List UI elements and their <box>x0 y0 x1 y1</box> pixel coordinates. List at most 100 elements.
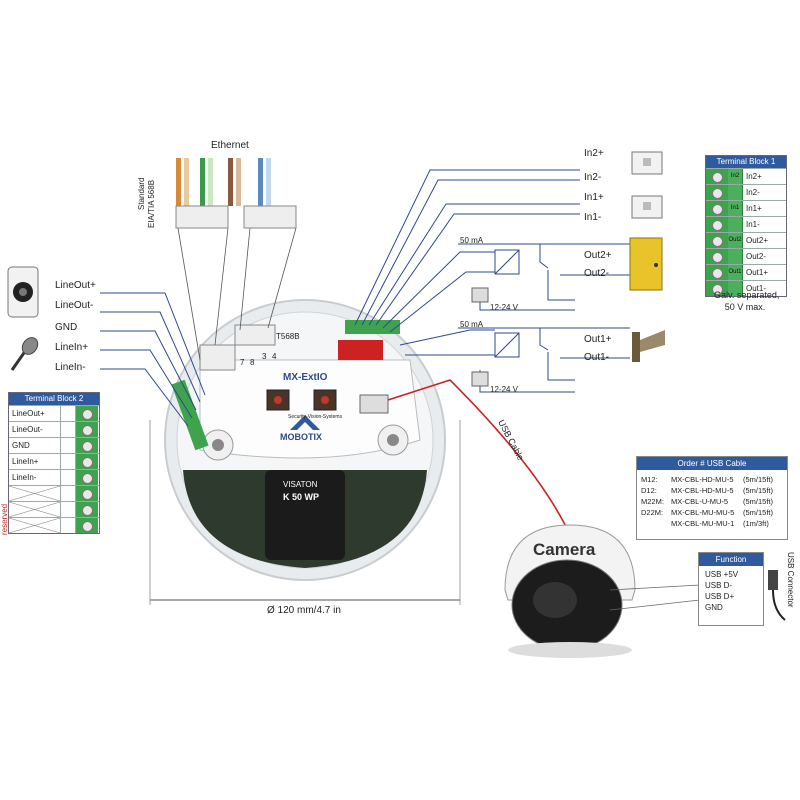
screw-terminal-icon <box>706 281 728 296</box>
function-row: USB +5V <box>705 570 739 579</box>
signal-in2-plus: In2+ <box>584 148 604 159</box>
diameter-label: Ø 120 mm/4.7 in <box>267 605 341 616</box>
current-label-2: 50 mA <box>460 320 484 329</box>
screw-terminal-icon <box>706 217 728 232</box>
function-title: Function <box>699 553 763 566</box>
terminal-group: In1 <box>728 201 743 216</box>
terminal-group: Out2 <box>728 233 743 248</box>
function-row: GND <box>705 603 723 612</box>
camera-label: Camera <box>533 540 596 559</box>
terminal-label: In2- <box>746 188 760 197</box>
function-row: USB D- <box>705 581 733 590</box>
order-model <box>637 518 671 529</box>
device-tagline: Security-Vision-Systems <box>288 414 343 420</box>
terminal-group <box>61 502 76 517</box>
order-length: (5m/15ft) <box>743 475 774 484</box>
terminal-row: Out2- <box>706 248 786 264</box>
terminal-row <box>9 485 99 501</box>
order-part: MX-CBL-U-MU-5 <box>671 497 729 506</box>
screw-terminal-icon <box>76 486 98 501</box>
terminal-label: Out2+ <box>746 236 769 245</box>
t568-label: T568B <box>276 332 300 341</box>
signal-out1-minus: Out1- <box>584 352 610 363</box>
terminal-group <box>61 486 76 501</box>
terminal-row: LineIn- <box>9 469 99 485</box>
order-part: MX-CBL-MU-MU-5 <box>671 508 735 517</box>
microphone-icon <box>10 337 39 371</box>
terminal-label: GND <box>9 438 61 453</box>
terminal-group <box>61 518 76 533</box>
screw-terminal-icon <box>76 470 98 485</box>
screw-terminal-icon <box>76 422 98 437</box>
screw-terminal-icon <box>706 185 728 200</box>
usb-cable <box>387 379 571 536</box>
terminal-label: In1- <box>746 220 760 229</box>
terminal-row: Out1- <box>706 280 786 296</box>
terminal-label: In1+ <box>746 204 762 213</box>
terminal-label <box>9 486 61 501</box>
terminal-group <box>728 281 743 296</box>
order-model: M22M: <box>641 497 664 506</box>
signal-out2-minus: Out2- <box>584 268 610 279</box>
signal-in2-minus: In2- <box>584 172 602 183</box>
signal-linein-plus: LineIn+ <box>55 342 89 353</box>
eia-label: EIA/TIA 568B <box>147 179 156 228</box>
ethernet-plugs <box>175 158 297 229</box>
signal-out2-plus: Out2+ <box>584 250 612 261</box>
terminal-row <box>9 517 99 533</box>
screw-terminal-icon <box>706 265 728 280</box>
signal-linein-minus: LineIn- <box>55 362 86 373</box>
screw-terminal-icon <box>706 201 728 216</box>
order-length: (5m/15ft) <box>743 486 774 495</box>
order-row: D22M:MX-CBL-MU-MU-5(5m/15ft) <box>637 507 787 518</box>
camera-dome <box>504 524 636 658</box>
order-length: (5m/15ft) <box>743 508 774 517</box>
device-name: MX-ExtIO <box>283 372 328 383</box>
terminal-label <box>9 502 61 517</box>
terminal-row: LineOut- <box>9 421 99 437</box>
galv-note-1: Galv. separated, <box>714 290 780 300</box>
terminal-group <box>61 438 76 453</box>
terminal-block-1-title: Terminal Block 1 <box>706 156 786 168</box>
order-part: MX-CBL-MU-MU-1 <box>671 519 735 528</box>
order-model: M12: <box>641 475 658 484</box>
usb-connector-icon <box>768 570 778 590</box>
terminal-label: LineIn+ <box>9 454 61 469</box>
terminal-group: Out1 <box>728 265 743 280</box>
terminal-group <box>61 470 76 485</box>
screw-terminal-icon <box>706 249 728 264</box>
terminal-group <box>61 406 76 421</box>
order-row: M12: MX-CBL-HD-MU-5 (5m/15ft) <box>637 474 787 485</box>
pin-4: 4 <box>272 352 277 361</box>
order-row: D12:MX-CBL-HD-MU-5(5m/15ft) <box>637 485 787 496</box>
signal-in1-minus: In1- <box>584 212 602 223</box>
terminal-label: LineIn- <box>9 470 61 485</box>
screw-terminal-icon <box>76 454 98 469</box>
signal-out1-plus: Out1+ <box>584 334 612 345</box>
voltage-label-2: 12-24 V <box>490 385 519 394</box>
terminal-label: LineOut+ <box>9 406 61 421</box>
terminal-group <box>728 249 743 264</box>
terminal-row: In1- <box>706 216 786 232</box>
function-row: USB D+ <box>705 592 735 601</box>
order-part: MX-CBL-HD-MU-5 <box>671 486 734 495</box>
barrier-icon <box>632 332 640 362</box>
standard-label: Standard <box>137 177 146 210</box>
order-part: MX-CBL-HD-MU-5 <box>671 475 734 484</box>
signal-in1-plus: In1+ <box>584 192 604 203</box>
order-table-title: Order # USB Cable <box>637 457 787 470</box>
order-row: M22M:MX-CBL-U-MU-5(5m/15ft) <box>637 496 787 507</box>
terminal-label: Out2- <box>746 252 767 261</box>
terminal-block-2-title: Terminal Block 2 <box>9 393 99 405</box>
terminal-label: LineOut- <box>9 422 61 437</box>
speaker <box>265 470 345 560</box>
order-length: (1m/3ft) <box>743 519 769 528</box>
galv-note-2: 50 V max. <box>724 302 766 312</box>
